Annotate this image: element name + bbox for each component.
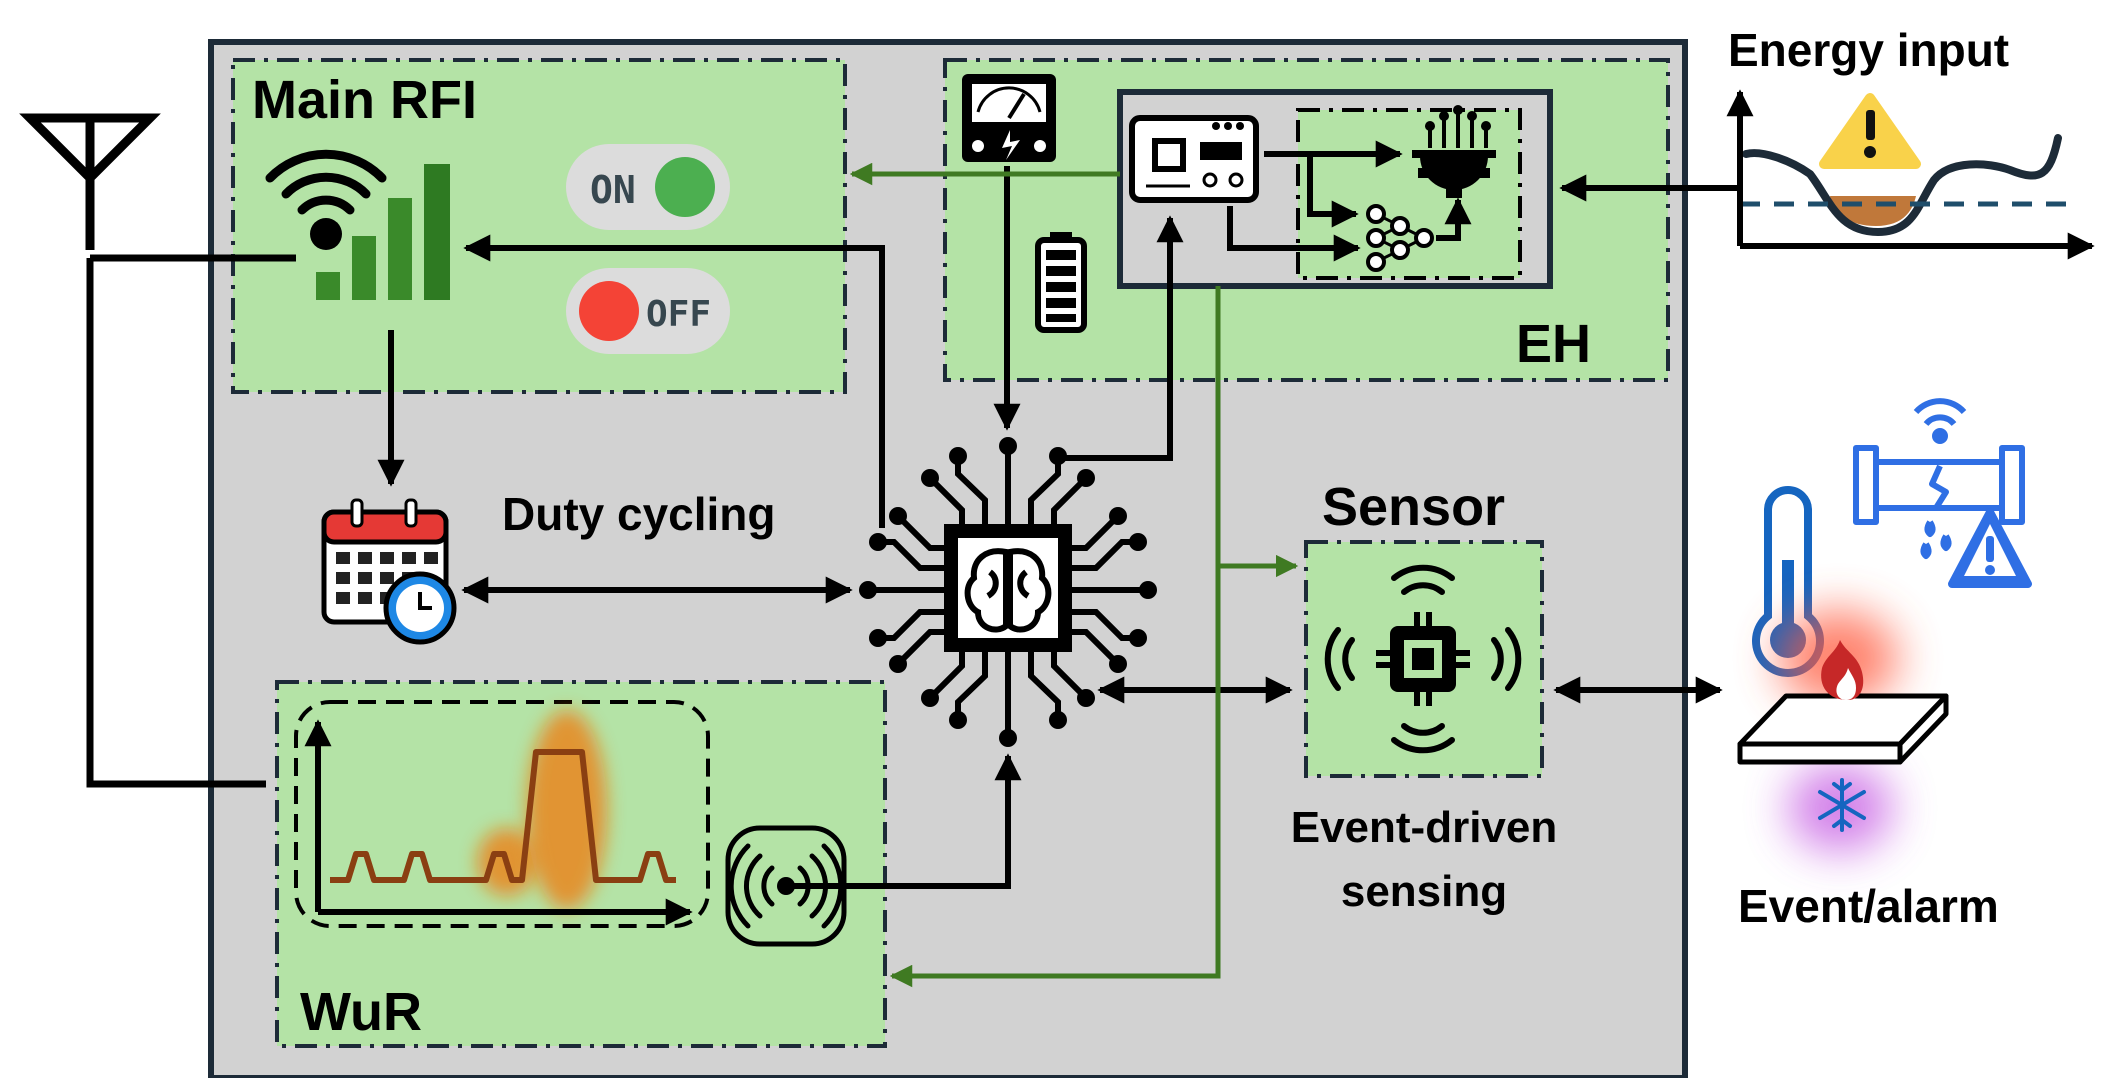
rfi-chip-link [463, 234, 885, 528]
battery-icon [1035, 232, 1087, 333]
eh-label: EH [1516, 314, 1591, 374]
nn-to-gear-arrow [1436, 197, 1472, 241]
voltmeter-icon [962, 74, 1056, 162]
black-connection-arrows [377, 140, 1742, 889]
wur-signal-plot [294, 700, 710, 928]
alarm-warning-icon [1948, 508, 2032, 588]
on-toggle: ON [566, 144, 730, 230]
off-toggle-text: OFF [646, 294, 711, 335]
energy-input-chart [1726, 89, 2095, 260]
leaking-pipe-icon [1853, 398, 2025, 559]
chip-to-eh-arrow [1058, 215, 1184, 461]
energy-input-label: Energy input [1728, 24, 2009, 76]
board-to-nn-arrow [1227, 206, 1361, 262]
eh-to-wur-power-arrow [889, 286, 1221, 988]
main-rfi-label: Main RFI [252, 70, 477, 130]
antenna-to-wur-line [86, 258, 266, 788]
wireless-sensor-icon [1324, 564, 1522, 754]
fire-icon [1821, 640, 1864, 700]
snowflake-icon [1818, 778, 1866, 832]
sensor-label: Sensor [1322, 477, 1505, 537]
green-power-arrows [849, 162, 1299, 988]
event-driven-label-line1: Event-driven [1291, 803, 1558, 852]
circuit-board-icon [1129, 115, 1259, 203]
warning-icon [1819, 93, 1921, 169]
on-toggle-text: ON [590, 168, 636, 212]
wur-to-chip-arrow [794, 753, 1022, 889]
wur-label: WuR [300, 982, 422, 1042]
event-alarm-label: Event/alarm [1738, 880, 1999, 932]
neural-network-icon [1366, 204, 1434, 272]
duty-cycling-label: Duty cycling [502, 488, 776, 540]
gear-to-nn-arrow [1307, 154, 1359, 228]
calendar-clock-icon [321, 498, 457, 645]
off-toggle: OFF [566, 268, 730, 354]
wifi-signal-icon [265, 149, 450, 300]
brain-chip-icon [859, 437, 1157, 747]
gear-brain-icon [1412, 105, 1496, 198]
event-driven-label-line2: sensing [1341, 867, 1507, 916]
antenna-icon [19, 113, 161, 250]
